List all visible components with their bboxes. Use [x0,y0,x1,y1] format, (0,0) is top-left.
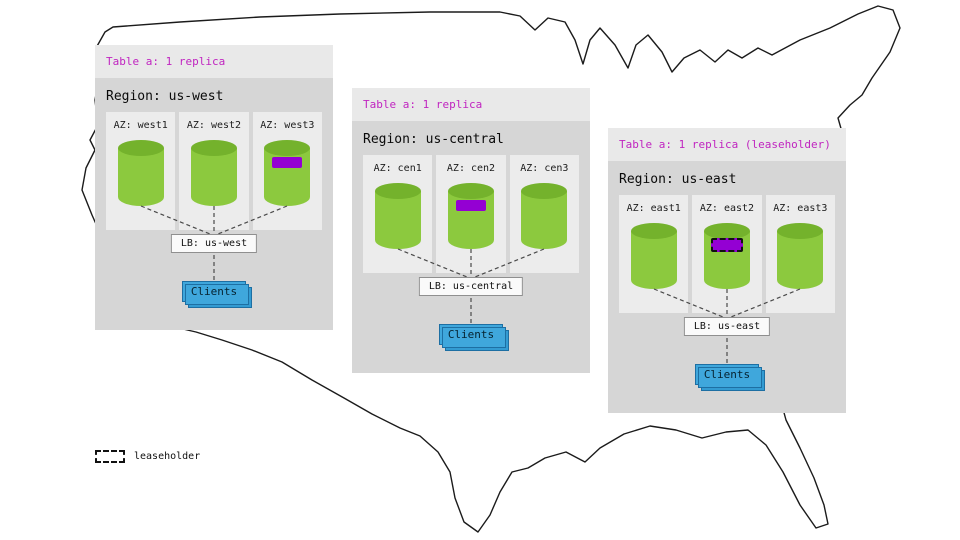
region-panel-us-central: Table a: 1 replica Region: us-central AZ… [352,88,590,373]
cylinder-body [117,148,164,206]
clients-label: Clients [447,328,495,341]
database-cylinder [703,223,750,289]
az-label: AZ: cen1 [373,163,422,174]
cylinder-top [190,140,237,156]
cylinder-body [374,191,421,249]
database-cylinder [777,223,824,289]
database-cylinder [190,140,237,206]
az-column: AZ: cen1 [363,155,433,273]
az-label: AZ: east2 [699,203,755,214]
az-column: AZ: west2 [179,112,249,230]
cylinder-body [190,148,237,206]
table-replica-label: Table a: 1 replica (leaseholder) [619,138,831,151]
az-column: AZ: east1 [619,195,689,313]
az-label: AZ: west2 [186,120,242,131]
clients: Clients [439,324,509,351]
database-cylinder [117,140,164,206]
az-column: AZ: cen3 [509,155,579,273]
region-title: Region: us-central [363,132,504,147]
table-replica-header: Table a: 1 replica [352,88,590,121]
leaseholder-swatch-icon [95,450,125,463]
az-column: AZ: east2 [692,195,762,313]
database-cylinder [447,183,494,249]
table-replica-header: Table a: 1 replica (leaseholder) [608,128,846,161]
region-body: Region: us-west AZ: west1 AZ: west2 [95,78,333,330]
lb-label: LB: us-central [428,281,514,292]
cylinder-top [703,223,750,239]
cylinder-top [264,140,311,156]
az-label: AZ: cen2 [446,163,496,174]
region-body: Region: us-central AZ: cen1 AZ: cen2 [352,121,590,373]
az-label: AZ: east1 [626,203,681,214]
cylinder-top [630,223,677,239]
connector-lines [397,248,545,324]
cylinder-body [521,191,568,249]
cylinder-top [117,140,164,156]
az-label: AZ: east3 [773,203,828,214]
az-container: AZ: west1 AZ: west2 AZ [106,112,322,230]
region-panel-us-west: Table a: 1 replica Region: us-west AZ: w… [95,45,333,330]
cylinder-top [521,183,568,199]
legend-label: leaseholder [134,451,201,462]
az-container: AZ: east1 AZ: east2 AZ [619,195,835,313]
lb-label: LB: us-east [693,321,761,332]
load-balancer: LB: us-central [418,277,524,296]
az-container: AZ: cen1 AZ: cen2 AZ: [363,155,579,273]
connector-lines [653,288,801,364]
az-column: AZ: cen2 [436,155,506,273]
replica-marker [272,157,303,168]
clients: Clients [182,281,252,308]
table-replica-header: Table a: 1 replica [95,45,333,78]
clients-label: Clients [190,285,238,298]
leaseholder-replica-marker [710,238,743,252]
cylinder-top [447,183,494,199]
az-column: AZ: east3 [765,195,835,313]
connector-lines [140,205,288,281]
region-title: Region: us-west [106,89,224,104]
cylinder-top [374,183,421,199]
database-cylinder [374,183,421,249]
cylinder-top [777,223,824,239]
database-cylinder [264,140,311,206]
cylinder-body [630,231,677,289]
clients-label: Clients [703,368,751,381]
lb-label: LB: us-west [180,238,248,249]
az-label: AZ: cen3 [520,163,569,174]
az-column: AZ: west3 [252,112,322,230]
database-cylinder [630,223,677,289]
load-balancer: LB: us-west [170,234,258,253]
load-balancer: LB: us-east [683,317,771,336]
legend: leaseholder [95,450,200,463]
region-title: Region: us-east [619,172,737,187]
clients: Clients [695,364,765,391]
region-panel-us-east: Table a: 1 replica (leaseholder) Region:… [608,128,846,413]
az-column: AZ: west1 [106,112,176,230]
cylinder-body [777,231,824,289]
replica-marker [455,200,486,211]
az-label: AZ: west1 [113,120,168,131]
table-replica-label: Table a: 1 replica [106,55,226,68]
region-body: Region: us-east AZ: east1 AZ: east2 [608,161,846,413]
az-label: AZ: west3 [260,120,315,131]
database-cylinder [521,183,568,249]
table-replica-label: Table a: 1 replica [363,98,483,111]
